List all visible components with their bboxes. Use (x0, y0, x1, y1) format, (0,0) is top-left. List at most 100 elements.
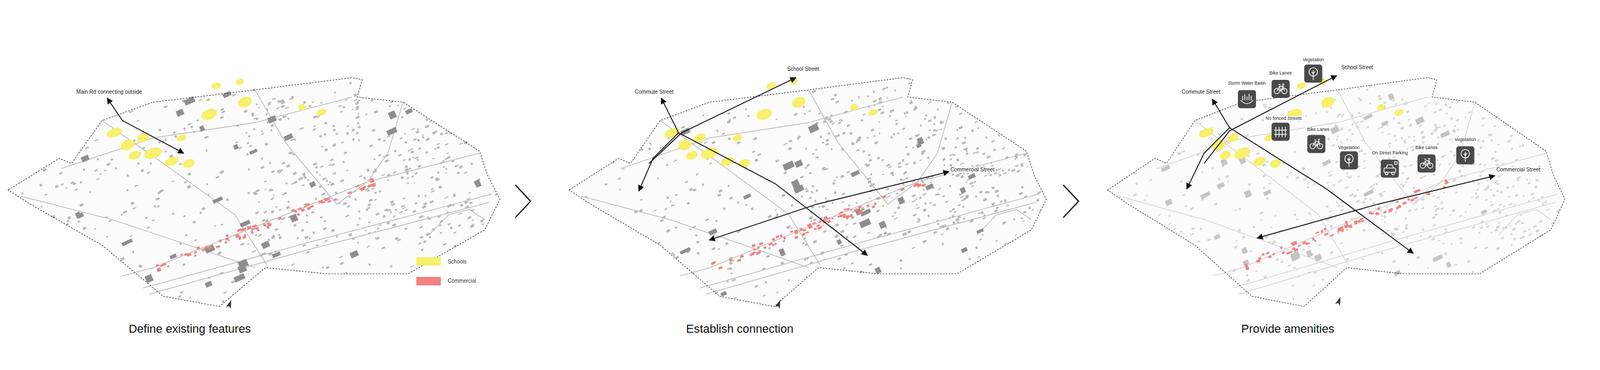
building (1012, 217, 1016, 221)
building (781, 193, 786, 198)
building (329, 180, 332, 183)
building (245, 152, 249, 156)
building (648, 147, 652, 151)
building (964, 136, 967, 140)
building (471, 218, 474, 221)
commercial-block (333, 197, 337, 201)
building (1395, 227, 1400, 231)
building (164, 149, 167, 153)
building (1135, 181, 1138, 186)
building (831, 200, 834, 204)
building (673, 159, 677, 163)
building (978, 190, 983, 194)
building (355, 105, 360, 109)
building (928, 201, 932, 204)
building (922, 188, 925, 191)
building (697, 253, 700, 255)
building (842, 131, 846, 135)
commercial-block (844, 207, 848, 211)
building (809, 219, 813, 222)
building (94, 138, 99, 142)
building (222, 90, 232, 99)
building (830, 97, 835, 102)
building (80, 154, 90, 163)
building (929, 181, 932, 183)
building (1357, 111, 1361, 115)
building (870, 128, 875, 132)
building (1413, 200, 1418, 204)
building (120, 213, 123, 216)
building (1199, 122, 1202, 125)
building (908, 101, 913, 105)
building (1004, 155, 1009, 159)
building (885, 187, 890, 191)
building (1456, 128, 1461, 131)
building (1312, 283, 1316, 287)
building (1421, 206, 1425, 210)
building (464, 205, 469, 209)
building (846, 123, 851, 128)
building (231, 280, 236, 284)
building (257, 233, 263, 237)
building (1293, 265, 1296, 269)
building (1522, 229, 1527, 233)
school-area (235, 77, 245, 86)
building (352, 138, 355, 141)
building (965, 152, 969, 155)
commercial-block (324, 197, 329, 202)
building (1035, 198, 1040, 202)
building (892, 132, 896, 137)
building (899, 178, 903, 182)
building (261, 219, 266, 223)
building (867, 153, 871, 157)
commercial-block (729, 258, 733, 262)
building (280, 100, 286, 105)
building (1305, 297, 1309, 300)
building (425, 118, 429, 121)
building (955, 104, 959, 108)
building (1246, 278, 1251, 282)
building (219, 115, 224, 120)
building (788, 146, 793, 151)
building (1355, 121, 1359, 124)
building (878, 132, 881, 135)
building (1241, 235, 1246, 240)
building (1400, 136, 1404, 140)
building (383, 208, 388, 212)
building (353, 189, 357, 193)
building (908, 137, 913, 141)
building (60, 182, 64, 186)
building (332, 143, 337, 147)
building (386, 127, 398, 136)
building (1295, 176, 1300, 180)
building (886, 96, 889, 99)
building (439, 231, 443, 234)
building (847, 124, 850, 127)
building (1408, 123, 1413, 128)
building (445, 131, 449, 135)
building (1421, 227, 1426, 231)
commercial-block (794, 230, 799, 234)
building (901, 158, 905, 162)
building (1345, 257, 1350, 261)
building (656, 177, 659, 180)
building (1387, 141, 1392, 146)
building (110, 157, 114, 161)
building (874, 266, 882, 274)
building (844, 223, 849, 226)
building (1521, 143, 1525, 147)
building (219, 271, 224, 274)
building (281, 115, 285, 119)
building (1481, 139, 1486, 144)
building (1451, 208, 1456, 213)
building (1363, 152, 1367, 155)
building (885, 86, 889, 89)
building (821, 204, 826, 208)
building (695, 172, 699, 176)
building (937, 187, 942, 190)
building (424, 194, 427, 197)
building (994, 208, 999, 213)
building (421, 205, 426, 209)
building (1475, 195, 1480, 199)
building (711, 246, 716, 250)
